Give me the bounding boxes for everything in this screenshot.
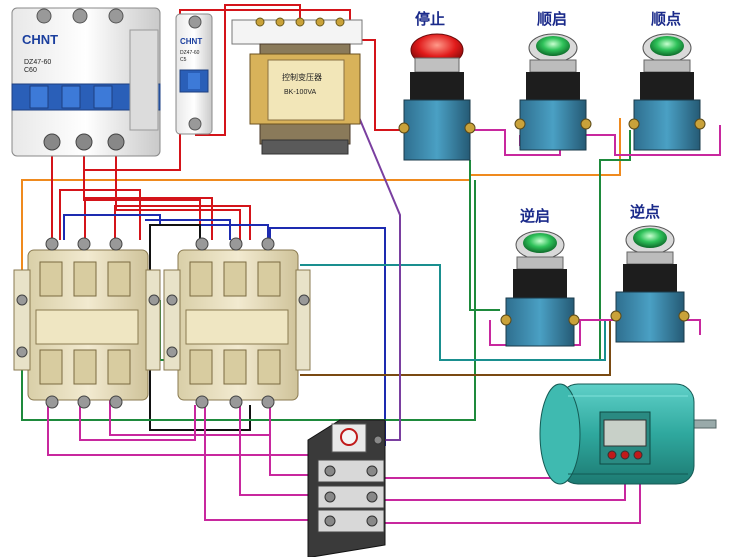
wire-red-top3: [114, 205, 251, 240]
wire-magenta-lo1: [79, 400, 196, 441]
thermal-overload-relay: [307, 419, 386, 557]
forward-jog-label: 顺点: [651, 10, 681, 28]
mushroom-stop-button-icon: [398, 33, 476, 161]
wire-magenta-m2: [204, 405, 320, 521]
control-breaker-rating: C5: [180, 57, 187, 63]
wire-blue-1: [63, 214, 269, 240]
main-breaker-brand: CHNT: [22, 32, 58, 47]
forward-start-label: 顺启: [537, 10, 567, 28]
push-button-icon: [514, 33, 592, 151]
motor-icon: [539, 383, 717, 485]
reverse-jog-button[interactable]: 逆点: [610, 203, 690, 343]
stop-button-label: 停止: [415, 10, 445, 28]
contactor-forward: [13, 237, 161, 409]
wire-black-1: [149, 224, 201, 240]
main-breaker-rating: C60: [24, 67, 37, 74]
wire-blue-3: [145, 219, 231, 240]
motor: [539, 383, 717, 485]
control-transformer: 控制变压器 BK-100VA: [231, 17, 363, 155]
wires: [21, 4, 721, 524]
push-button-icon: [628, 33, 706, 151]
main-breaker-model: DZ47-60: [24, 59, 51, 66]
transformer-icon: [231, 17, 363, 155]
control-breaker-model: DZ47-60: [180, 50, 200, 56]
wire-teal: [300, 264, 606, 361]
breaker-icon: [175, 13, 213, 135]
reverse-start-label: 逆启: [520, 207, 550, 225]
control-breaker: CHNT DZ47-60 C5: [175, 13, 213, 135]
wire-magenta-btn-bot: [489, 319, 701, 346]
push-button-icon: [610, 225, 690, 343]
push-button-icon: [500, 230, 580, 347]
contactor-icon: [13, 237, 161, 409]
wire-red-ctrl: [84, 9, 351, 171]
reverse-jog-label: 逆点: [630, 203, 660, 221]
transformer-plate: 控制变压器: [282, 72, 322, 82]
contactor-icon: [163, 237, 311, 409]
thermal-relay-icon: [307, 419, 386, 557]
transformer-model: BK-100VA: [284, 89, 316, 96]
wire-red-l3: [115, 150, 241, 240]
contactor-reverse: [163, 237, 311, 409]
wire-green-3: [469, 160, 500, 311]
forward-jog-button[interactable]: 顺点: [628, 10, 706, 151]
wire-magenta-m3: [269, 405, 310, 476]
main-breaker: CHNT DZ47-60 C60: [11, 7, 161, 157]
wire-red-l2: [83, 150, 201, 240]
control-breaker-brand: CHNT: [180, 37, 202, 46]
forward-start-button[interactable]: 顺启: [514, 10, 592, 151]
wire-red-ctrl2: [195, 4, 301, 136]
wire-magenta-relay: [47, 400, 320, 456]
stop-button[interactable]: 停止: [398, 10, 476, 161]
reverse-start-button[interactable]: 逆启: [500, 207, 580, 347]
breaker-icon: [11, 7, 161, 157]
wire-magenta-lo2: [109, 400, 270, 436]
wire-purple: [334, 59, 401, 441]
